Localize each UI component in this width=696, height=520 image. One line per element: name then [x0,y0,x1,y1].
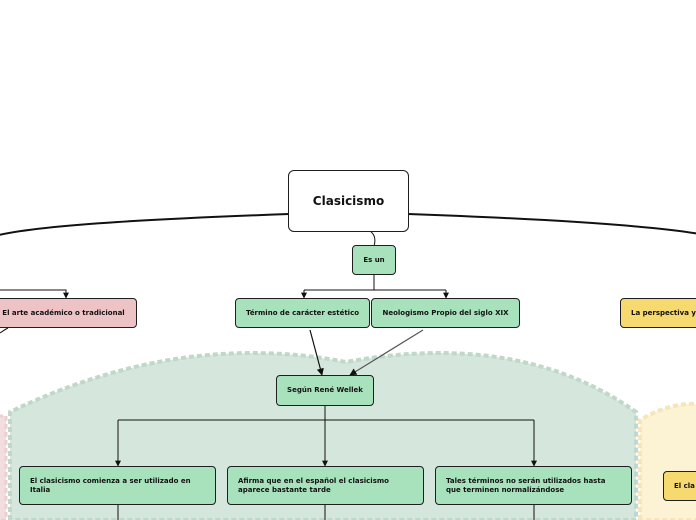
pink-boundary [0,414,8,520]
topic-neologismo[interactable]: Neologismo Propio del siglo XIX [371,298,520,328]
subtopic-el-cla[interactable]: El cla [663,471,696,501]
yellow-boundary [638,401,696,520]
subtopic-terminos-normalizando-label: Tales términos no serán utilizados hasta… [446,476,606,494]
subtopic-espanol-tarde-label: Afirma que en el español el clasicismo a… [238,476,389,494]
relationship-neologismo-segun [349,329,424,376]
topic-termino-estetico[interactable]: Término de carácter estético [235,298,370,328]
topic-neologismo-label: Neologismo Propio del siglo XIX [382,308,509,317]
subtopic-terminos-normalizando[interactable]: Tales términos no serán utilizados hasta… [435,466,632,505]
topic-arte-academico-label: El arte académico o tradicional [2,308,125,317]
topic-es-un[interactable]: Es un [352,245,396,275]
topic-segun-wellek-label: Según René Wellek [287,386,363,395]
left-bracket-connector [0,289,69,299]
subtopic-clasicismo-italia-label: El clasicismo comienza a ser utilizado e… [30,476,191,494]
topic-perspectiva[interactable]: La perspectiva y [620,298,696,328]
central-topic-label: Clasicismo [312,193,385,208]
topic-segun-wellek[interactable]: Según René Wellek [276,375,374,406]
branch-center-connector [369,230,376,247]
subtopic-espanol-tarde[interactable]: Afirma que en el español el clasicismo a… [227,466,424,505]
relationship-termino-segun [309,329,324,376]
left-stub-connector [0,327,9,334]
subtopic-clasicismo-italia[interactable]: El clasicismo comienza a ser utilizado e… [19,466,216,505]
branch-left-connector [0,213,290,236]
topic-termino-estetico-label: Término de carácter estético [245,308,360,317]
central-topic-clasicismo[interactable]: Clasicismo [288,170,409,232]
topic-es-un-label: Es un [363,255,385,264]
subtopic-el-cla-label: El cla [674,481,695,490]
branch-right-connector [407,213,696,235]
topic-arte-academico[interactable]: El arte académico o tradicional [0,298,137,328]
topic-perspectiva-label: La perspectiva y [631,308,696,317]
